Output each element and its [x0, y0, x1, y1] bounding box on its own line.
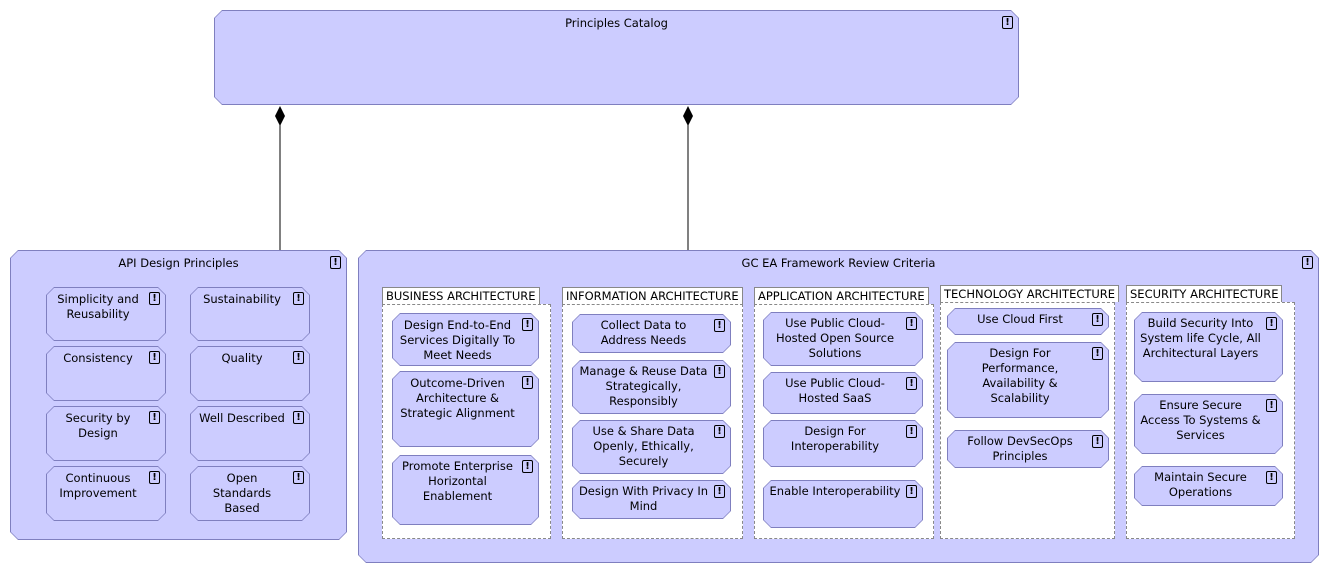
composition-diamond-gc — [683, 106, 693, 126]
principle-icon: ! — [714, 425, 725, 438]
principle-label: Enable Interoperability — [769, 484, 901, 498]
principle-open-standards[interactable]: Open Standards Based ! — [190, 466, 310, 521]
group-technology[interactable] — [940, 302, 1115, 539]
principle-information-1[interactable]: Collect Data to Address Needs ! — [572, 314, 731, 353]
principle-icon: ! — [1266, 317, 1277, 330]
principle-sustainability[interactable]: Sustainability ! — [190, 287, 310, 341]
principle-icon: ! — [522, 318, 533, 331]
principle-quality[interactable]: Quality ! — [190, 346, 310, 401]
principles-catalog[interactable]: Principles Catalog ! — [214, 10, 1019, 105]
principle-icon: ! — [1302, 256, 1313, 269]
principle-icon: ! — [330, 256, 341, 269]
principle-icon: ! — [1092, 435, 1103, 448]
principle-icon: ! — [1266, 471, 1277, 484]
principle-icon: ! — [906, 425, 917, 438]
principle-label: Manage & Reuse Data Strategically, Respo… — [579, 364, 708, 408]
principle-simplicity[interactable]: Simplicity and Reusability ! — [46, 287, 166, 341]
principle-icon: ! — [293, 411, 304, 424]
api-design-principles-title: API Design Principles — [118, 256, 239, 270]
principle-icon: ! — [522, 460, 533, 473]
composition-diamond-api — [275, 106, 285, 126]
principle-information-3[interactable]: Use & Share Data Openly, Ethically, Secu… — [572, 420, 731, 474]
principle-label: Collect Data to Address Needs — [600, 318, 687, 347]
principle-icon: ! — [293, 292, 304, 305]
principle-technology-2[interactable]: Design For Performance, Availability & S… — [947, 342, 1109, 418]
principle-icon: ! — [293, 471, 304, 484]
principle-security-2[interactable]: Ensure Secure Access To Systems & Servic… — [1134, 394, 1283, 454]
principle-label: Maintain Secure Operations — [1154, 470, 1247, 499]
principle-application-1[interactable]: Use Public Cloud-Hosted Open Source Solu… — [763, 312, 923, 366]
principle-information-2[interactable]: Manage & Reuse Data Strategically, Respo… — [572, 360, 731, 414]
principle-label: Open Standards Based — [212, 471, 272, 515]
principle-icon: ! — [149, 292, 160, 305]
principle-security-by-design[interactable]: Security by Design ! — [46, 406, 166, 461]
principle-label: Use Cloud First — [977, 312, 1063, 326]
principle-icon: ! — [714, 365, 725, 378]
principle-label: Design With Privacy In Mind — [578, 484, 709, 513]
principle-label: Well Described — [199, 411, 285, 425]
principle-label: Promote Enterprise Horizontal Enablement — [402, 459, 513, 503]
principle-label: Use & Share Data Openly, Ethically, Secu… — [592, 424, 695, 468]
principle-label: Design End-to-End Services Digitally To … — [399, 318, 516, 362]
principle-label: Continuous Improvement — [59, 471, 137, 500]
principle-icon: ! — [906, 377, 917, 390]
group-security-label: SECURITY ARCHITECTURE — [1126, 285, 1283, 302]
principle-information-4[interactable]: Design With Privacy In Mind ! — [572, 480, 731, 519]
principle-label: Outcome-Driven Architecture & Strategic … — [400, 376, 515, 420]
principle-icon: ! — [1002, 16, 1013, 29]
principle-business-2[interactable]: Outcome-Driven Architecture & Strategic … — [392, 371, 539, 447]
principle-icon: ! — [1092, 347, 1103, 360]
group-technology-label: TECHNOLOGY ARCHITECTURE — [940, 285, 1120, 302]
principle-icon: ! — [149, 351, 160, 364]
principle-icon: ! — [293, 351, 304, 364]
principle-technology-3[interactable]: Follow DevSecOps Principles ! — [947, 430, 1109, 468]
principle-label: Use Public Cloud-Hosted Open Source Solu… — [775, 316, 895, 360]
group-business-label: BUSINESS ARCHITECTURE — [382, 287, 540, 304]
principle-security-3[interactable]: Maintain Secure Operations ! — [1134, 466, 1283, 506]
principle-icon: ! — [1092, 313, 1103, 326]
principles-catalog-title: Principles Catalog — [565, 16, 668, 30]
principle-business-3[interactable]: Promote Enterprise Horizontal Enablement… — [392, 455, 539, 525]
principle-consistency[interactable]: Consistency ! — [46, 346, 166, 401]
principle-icon: ! — [714, 485, 725, 498]
principle-label: Use Public Cloud-Hosted SaaS — [785, 376, 885, 405]
principle-icon: ! — [1266, 399, 1277, 412]
principle-icon: ! — [906, 485, 917, 498]
principle-technology-1[interactable]: Use Cloud First ! — [947, 308, 1109, 335]
principle-label: Quality — [221, 351, 263, 365]
principle-icon: ! — [149, 471, 160, 484]
principle-application-3[interactable]: Design For Interoperability ! — [763, 420, 923, 467]
principle-label: Consistency — [63, 351, 133, 365]
principle-continuous-improvement[interactable]: Continuous Improvement ! — [46, 466, 166, 521]
principle-application-2[interactable]: Use Public Cloud-Hosted SaaS ! — [763, 372, 923, 414]
principle-label: Design For Interoperability — [790, 424, 880, 453]
gc-ea-framework-title: GC EA Framework Review Criteria — [741, 256, 936, 270]
principle-business-1[interactable]: Design End-to-End Services Digitally To … — [392, 313, 539, 366]
principle-label: Security by Design — [65, 411, 131, 440]
principle-icon: ! — [522, 376, 533, 389]
principle-icon: ! — [906, 317, 917, 330]
principle-icon: ! — [714, 319, 725, 332]
principle-label: Simplicity and Reusability — [57, 292, 139, 321]
principle-label: Follow DevSecOps Principles — [967, 434, 1073, 463]
group-information-label: INFORMATION ARCHITECTURE — [562, 287, 743, 304]
principle-well-described[interactable]: Well Described ! — [190, 406, 310, 461]
principle-label: Ensure Secure Access To Systems & Servic… — [1140, 398, 1261, 442]
principle-label: Sustainability — [203, 292, 281, 306]
group-application-label: APPLICATION ARCHITECTURE — [754, 287, 929, 304]
principle-icon: ! — [149, 411, 160, 424]
principle-security-1[interactable]: Build Security Into System life Cycle, A… — [1134, 312, 1283, 382]
principle-label: Design For Performance, Availability & S… — [981, 346, 1059, 405]
principle-label: Build Security Into System life Cycle, A… — [1140, 316, 1261, 360]
principle-application-4[interactable]: Enable Interoperability ! — [763, 480, 923, 528]
